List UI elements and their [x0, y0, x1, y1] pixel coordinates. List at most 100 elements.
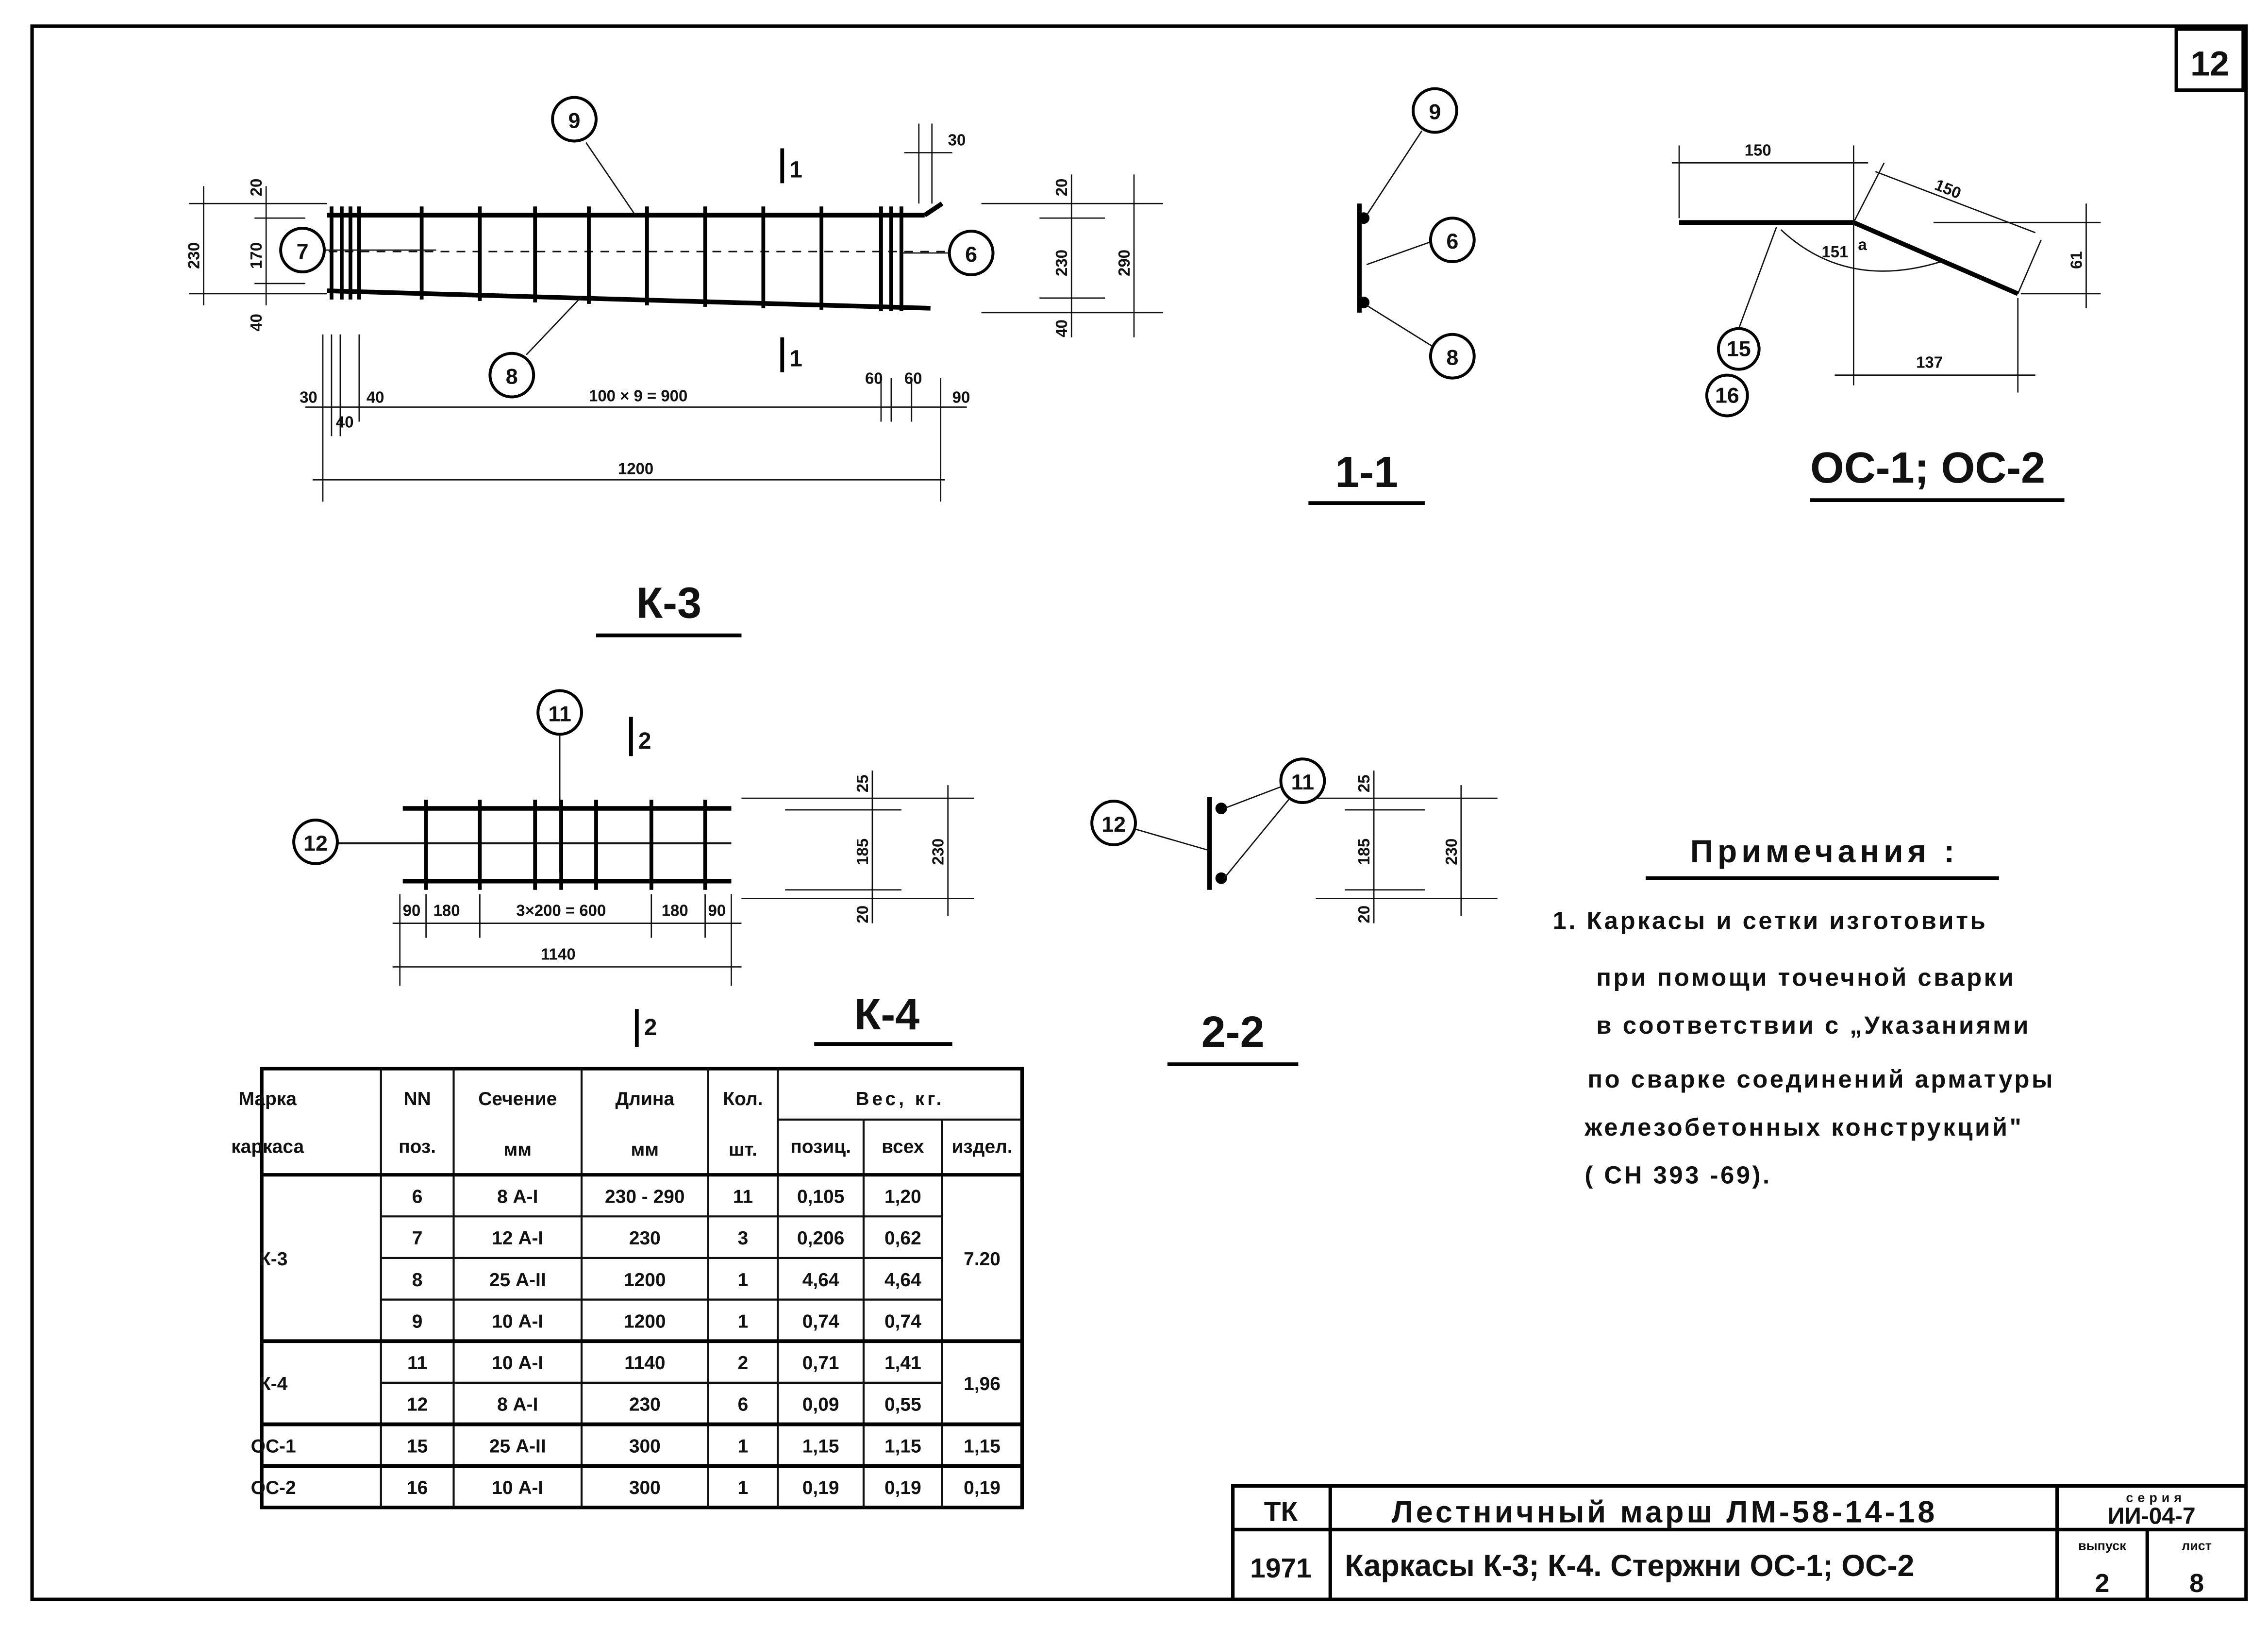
- k3-dim-40: 40: [247, 314, 265, 332]
- note-line: в соответствии с „Указаниями: [1596, 1011, 2031, 1039]
- k3-title: К-3: [636, 579, 701, 628]
- cell-qty: 6: [738, 1394, 749, 1415]
- title-block: ТК 1971 Лестничный марш ЛМ-58-14-18 Карк…: [1231, 1484, 2248, 1601]
- cell-mark: К-4: [259, 1374, 288, 1394]
- k4-dim-180-b: 180: [662, 902, 688, 920]
- title-block-year: 1971: [1250, 1553, 1312, 1584]
- cell-weight-all: 1,20: [884, 1186, 921, 1207]
- oc-angle-a: a: [1858, 235, 1867, 253]
- svg-text:6: 6: [965, 242, 977, 267]
- k4-section-mark-top: 2: [638, 728, 651, 754]
- svg-text:9: 9: [1429, 100, 1441, 124]
- callout-9: 9: [1411, 87, 1458, 134]
- oc-title: ОС-1; ОС-2: [1810, 444, 2045, 492]
- notes: Примечания : 1. Каркасы и сетки изготови…: [1552, 833, 2055, 1189]
- cell-section: 8 А-I: [497, 1186, 538, 1207]
- section-1-1-title: 1-1: [1335, 448, 1398, 497]
- cell-qty: 1: [738, 1477, 749, 1498]
- cell-mark: ОС-1: [251, 1436, 296, 1457]
- cell-weight-item: 1,15: [964, 1436, 1001, 1457]
- k3-right-dim-40: 40: [1052, 319, 1070, 337]
- header-qty: Кол.: [723, 1089, 763, 1109]
- k3-dim-40-a: 40: [367, 388, 384, 406]
- title-block-subtitle: Каркасы К-3; К-4. Стержни ОС-1; ОС-2: [1345, 1549, 1914, 1583]
- k3-right-dim-290: 290: [1115, 250, 1133, 276]
- cell-weight-pos: 0,71: [802, 1353, 839, 1374]
- sec22-dim-20: 20: [1355, 906, 1373, 923]
- sheet-label: лист: [2182, 1538, 2212, 1553]
- k4-title: К-4: [854, 990, 920, 1039]
- k4-dim-180-a: 180: [434, 902, 460, 920]
- cell-weight-pos: 4,64: [802, 1270, 839, 1291]
- sheet-number-box: [2174, 27, 2245, 92]
- cell-weight-all: 4,64: [884, 1270, 921, 1291]
- svg-text:9: 9: [568, 108, 581, 133]
- cell-section: 25 А-II: [489, 1436, 546, 1457]
- cell-qty: 11: [733, 1186, 753, 1207]
- cell-weight-item: 0,19: [964, 1477, 1001, 1498]
- cell-qty: 1: [738, 1436, 749, 1457]
- cell-weight-all: 0,55: [884, 1394, 921, 1415]
- note-line: ( СН 393 -69).: [1584, 1161, 1771, 1189]
- cell-weight-pos: 1,15: [802, 1436, 839, 1457]
- cell-weight-item: 1,96: [964, 1374, 1001, 1394]
- cell-weight-pos: 0,19: [802, 1477, 839, 1498]
- k3-dim-30-top: 30: [948, 131, 966, 149]
- cell-length: 230: [629, 1228, 661, 1249]
- svg-text:11: 11: [1291, 770, 1314, 794]
- header-length: мм: [631, 1140, 659, 1160]
- header-section: Сечение: [478, 1089, 557, 1109]
- callout-6: 6: [948, 230, 995, 276]
- svg-text:8: 8: [506, 364, 518, 389]
- header-mark: Марка: [238, 1089, 297, 1109]
- cell-length: 1200: [624, 1311, 666, 1332]
- k4-right-dim-185: 185: [853, 839, 871, 865]
- cell-weight-all: 1,15: [884, 1436, 921, 1457]
- cell-qty: 1: [738, 1311, 749, 1332]
- header-pos: поз.: [399, 1137, 436, 1157]
- oc-dim-61: 61: [2068, 251, 2085, 269]
- cell-pos: 15: [407, 1436, 428, 1457]
- svg-text:11: 11: [548, 701, 571, 726]
- svg-text:6: 6: [1446, 229, 1458, 253]
- k4-drawing: 11 12 2 2 90 180 3×200 = 600 180 90 1140…: [292, 689, 974, 1047]
- callout-11: 11: [536, 689, 584, 736]
- svg-text:12: 12: [1101, 812, 1126, 837]
- oc-dim-150-b: 150: [1932, 175, 1964, 202]
- k3-dim-900: 100 × 9 = 900: [589, 387, 687, 405]
- k4-section-mark-bottom: 2: [644, 1015, 657, 1040]
- cell-pos: 8: [412, 1270, 423, 1291]
- note-line: по сварке соединений арматуры: [1587, 1065, 2055, 1093]
- header-weight: Вес, кг.: [855, 1089, 944, 1109]
- k3-dim-1200: 1200: [618, 459, 653, 477]
- section-1-1: 9 6 8 1-1: [1308, 87, 1476, 505]
- notes-title: Примечания :: [1690, 833, 1959, 869]
- sheet-value: 8: [2189, 1569, 2204, 1598]
- header-weight-all: всех: [882, 1137, 924, 1157]
- sec22-dim-25: 25: [1355, 774, 1373, 792]
- k4-right-dim-20: 20: [853, 906, 871, 923]
- issue-label: выпуск: [2078, 1538, 2126, 1553]
- header-weight-item: издел.: [951, 1137, 1012, 1157]
- sheet-frame: [30, 24, 2248, 1601]
- k4-right-dim-230: 230: [929, 839, 947, 865]
- cell-qty: 1: [738, 1270, 749, 1291]
- callout-8: 8: [488, 352, 535, 399]
- cell-section: 10 А-I: [492, 1353, 543, 1374]
- cell-section: 10 А-I: [492, 1477, 543, 1498]
- k4-dim-1140: 1140: [541, 945, 575, 963]
- svg-text:15: 15: [1727, 336, 1751, 361]
- cell-length: 230: [629, 1394, 661, 1415]
- cell-section: 10 А-I: [492, 1311, 543, 1332]
- cell-qty: 2: [738, 1353, 749, 1374]
- sec22-dim-185: 185: [1355, 839, 1373, 865]
- cell-section: 8 А-I: [497, 1394, 538, 1415]
- section-2-2-title: 2-2: [1201, 1008, 1265, 1057]
- cell-section: 12 А-I: [492, 1228, 543, 1249]
- cell-mark: ОС-2: [251, 1477, 296, 1498]
- k3-right-dim-20: 20: [1052, 179, 1070, 197]
- callout-12: 12: [1090, 800, 1137, 846]
- cell-qty: 3: [738, 1228, 749, 1249]
- callout-16: 16: [1705, 373, 1749, 418]
- issue-value: 2: [2095, 1569, 2109, 1598]
